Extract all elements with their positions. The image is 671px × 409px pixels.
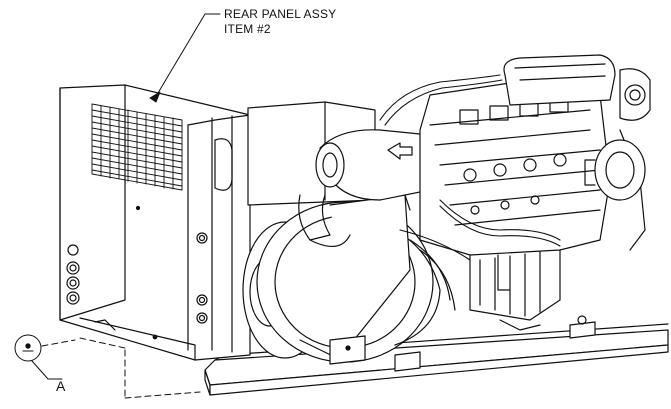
panel-knockouts	[66, 205, 208, 324]
louver-grille	[91, 103, 183, 191]
rear-panel-callout-line1: REAR PANEL ASSY	[224, 7, 336, 21]
rear-panel-callout-line2: ITEM #2	[224, 22, 271, 36]
detail-a-label: A	[56, 378, 66, 394]
engine-block	[419, 79, 611, 331]
rear-panel-leader	[149, 13, 221, 103]
engine-mounts	[329, 254, 596, 372]
hoses	[379, 74, 561, 261]
air-cleaner	[298, 129, 431, 346]
rear-panel-assy	[59, 84, 251, 361]
top-assembly	[503, 54, 651, 251]
detail-a-callout	[14, 334, 201, 399]
